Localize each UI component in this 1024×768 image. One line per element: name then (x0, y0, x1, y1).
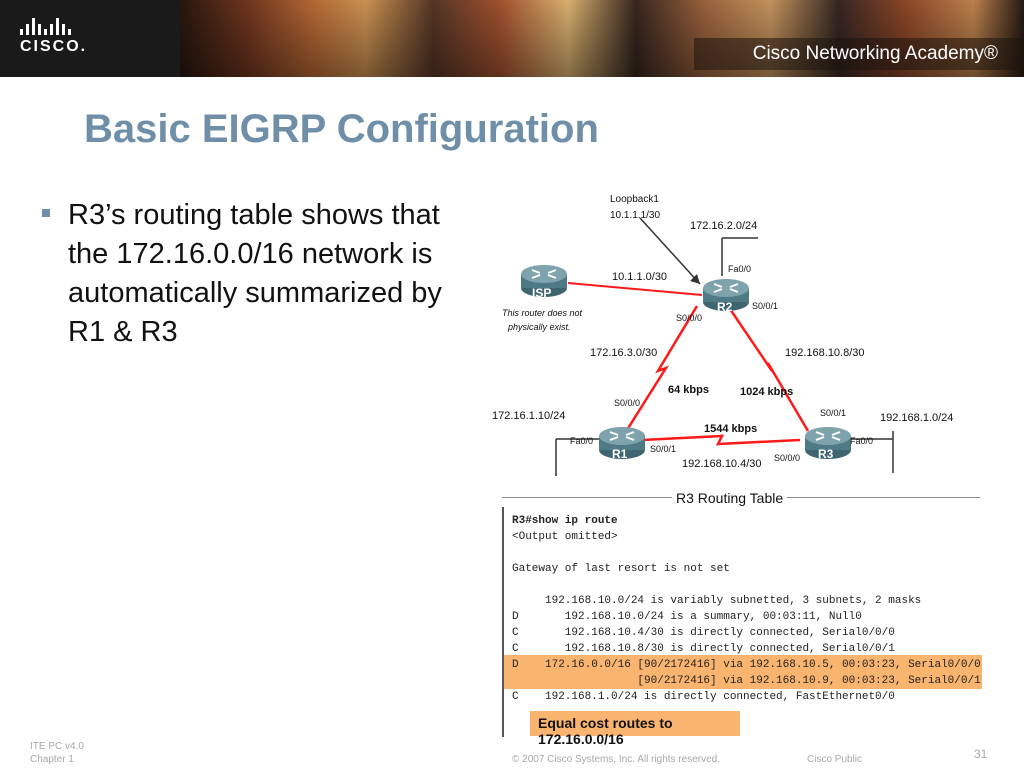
r2-label: R2 (717, 300, 733, 314)
isp-note-line2: physically exist. (507, 322, 571, 332)
bw-r1-r2-label: 64 kbps (668, 384, 709, 396)
isp-link-label: 10.1.1.0/30 (612, 271, 667, 283)
isp-label: ISP (532, 286, 551, 300)
r3-label: R3 (818, 447, 834, 461)
r3-s001-label: S0/0/1 (820, 408, 846, 418)
route-line: D 172.16.0.0/16 [90/2172416] via 192.168… (512, 659, 981, 671)
header-banner: CISCO. Cisco Networking Academy® (0, 0, 1024, 77)
r1-fa00-label: Fa0/0 (570, 436, 593, 446)
bullet-item: R3’s routing table shows that the 172.16… (42, 196, 462, 352)
equal-cost-note-text: Equal cost routes to 172.16.0.0/16 (538, 715, 673, 747)
route-line: C 192.168.1.0/24 is directly connected, … (512, 691, 895, 703)
cisco-wordmark: CISCO. (20, 38, 88, 55)
loopback-ip: 10.1.1.1/30 (610, 210, 660, 221)
r2-s001-label: S0/0/1 (752, 301, 778, 311)
r2-s000-label: S0/0/0 (676, 313, 702, 323)
route-line: R3#show ip route (512, 515, 618, 527)
network-diagram: Loopback1 10.1.1.1/30 172.16.2.0/24 10.1… (492, 194, 953, 476)
r1-s001-label: S0/0/1 (650, 444, 676, 454)
route-line: Gateway of last resort is not set (512, 563, 730, 575)
route-line: [90/2172416] via 192.168.10.9, 00:03:23,… (512, 675, 981, 687)
route-line: C 192.168.10.4/30 is directly connected,… (512, 627, 895, 639)
equal-cost-highlight (504, 655, 982, 689)
link-r1-r2-label: 172.16.3.0/30 (590, 347, 657, 359)
r2-lan-label: 172.16.2.0/24 (690, 220, 757, 232)
footer-chapter: Chapter 1 (30, 754, 74, 765)
r1-lan-label: 172.16.1.10/24 (492, 410, 565, 422)
footer-classification: Cisco Public (807, 754, 863, 765)
routing-table-panel: R3#show ip route <Output omitted> Gateway … (502, 507, 982, 737)
cisco-bars-icon (20, 17, 170, 35)
slide-title: Basic EIGRP Configuration (84, 107, 599, 151)
footer-copyright: © 2007 Cisco Systems, Inc. All rights re… (512, 754, 721, 765)
link-r2-r3-label: 192.168.10.8/30 (785, 347, 865, 359)
bullet-square-icon (42, 209, 50, 217)
r3-fa00-label: Fa0/0 (850, 436, 873, 446)
equal-cost-note: Equal cost routes to 172.16.0.0/16 (530, 711, 740, 747)
footer-course: ITE PC v4.0 (30, 741, 84, 752)
routing-table-title: R3 Routing Table (672, 490, 788, 506)
r1-s000-label: S0/0/0 (614, 398, 640, 408)
r2-fa00-label: Fa0/0 (728, 264, 751, 274)
bw-r1-r3-label: 1544 kbps (704, 423, 757, 435)
route-line: C 192.168.10.8/30 is directly connected,… (512, 643, 895, 655)
r1-label: R1 (612, 447, 628, 461)
academy-title: Cisco Networking Academy® (752, 43, 998, 64)
bullet-text: R3’s routing table shows that the 172.16… (68, 199, 442, 348)
link-r1-r3-label: 192.168.10.4/30 (682, 458, 762, 470)
page-number: 31 (974, 747, 988, 761)
route-line: <Output omitted> (512, 531, 618, 543)
r3-s000-label: S0/0/0 (774, 453, 800, 463)
cisco-logo: CISCO. (20, 17, 170, 61)
loopback-label: Loopback1 (610, 194, 659, 205)
isp-note-line1: This router does not (502, 308, 583, 318)
route-line: D 192.168.10.0/24 is a summary, 00:03:11… (512, 611, 862, 623)
r3-lan-label: 192.168.1.0/24 (880, 412, 953, 424)
route-line: 192.168.10.0/24 is variably subnetted, 3… (512, 595, 922, 607)
bw-r2-r3-label: 1024 kbps (740, 386, 793, 398)
